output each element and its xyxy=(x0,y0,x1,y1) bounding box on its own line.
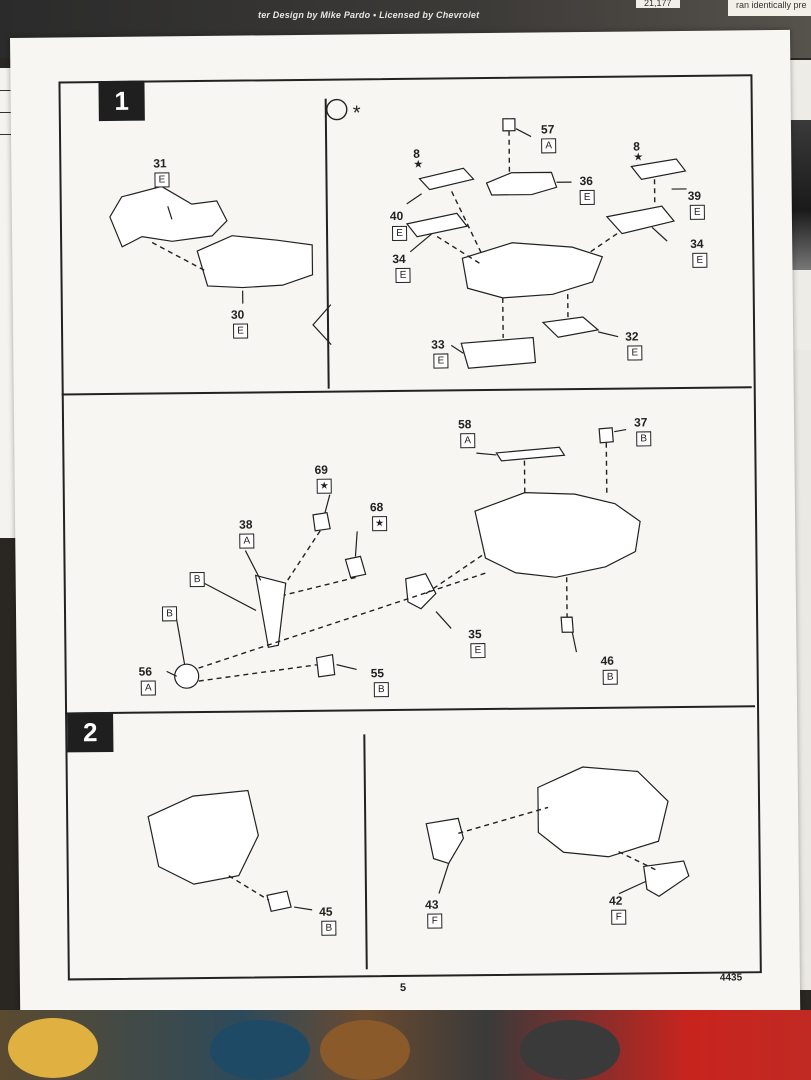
page-number: 5 xyxy=(399,981,407,994)
background-bottom-strip xyxy=(0,1010,811,1080)
part-label: 34 xyxy=(392,251,406,267)
part-45 xyxy=(266,890,292,913)
part-31-intake xyxy=(109,185,228,248)
part-39 xyxy=(630,158,687,181)
part-34a xyxy=(405,212,469,238)
sprue-label: E xyxy=(627,345,643,361)
part-32 xyxy=(541,316,600,338)
part-label: 37 xyxy=(633,415,648,430)
part-56 xyxy=(174,663,200,689)
part-label: 56 xyxy=(138,664,153,679)
part-36 xyxy=(485,171,558,196)
part-38-belt xyxy=(254,574,287,649)
part-label: 40 xyxy=(389,208,404,224)
part-68 xyxy=(344,555,367,579)
sprue-label: B xyxy=(321,920,337,936)
sprue-label: B xyxy=(189,571,205,588)
part-37 xyxy=(598,427,614,444)
sprue-label: E xyxy=(692,252,708,268)
part-label: 36 xyxy=(579,173,593,189)
box-credit-text: ter Design by Mike Pardo • Licensed by C… xyxy=(258,10,480,20)
part-engine-core xyxy=(461,242,604,299)
part-label: 57 xyxy=(540,122,555,137)
part-57 xyxy=(502,118,516,132)
part-label: 42 xyxy=(608,893,623,908)
part-label: 58 xyxy=(457,417,472,432)
part-label: 68 xyxy=(369,500,384,515)
sprue-label: E xyxy=(395,267,411,283)
part-full-engine xyxy=(474,492,641,578)
part-69 xyxy=(312,512,331,532)
sprue-label: E xyxy=(233,323,249,339)
sprue-label: B xyxy=(373,682,389,698)
asterisk-symbol: * xyxy=(352,102,361,125)
sprue-label: E xyxy=(391,225,408,242)
sprue-label: E xyxy=(470,643,486,659)
part-label: 35 xyxy=(468,627,482,642)
instruction-page: 1 2 xyxy=(10,29,801,1028)
kit-number: 4435 xyxy=(719,972,743,984)
sprue-label: ★ xyxy=(372,516,388,532)
paint-jar-cap xyxy=(320,1020,410,1080)
paint-jar-cap xyxy=(210,1020,310,1080)
sprue-label: B xyxy=(636,431,652,447)
part-30-block xyxy=(196,235,314,289)
sprue-label: E xyxy=(579,189,595,206)
star-symbol: ★ xyxy=(413,158,424,171)
part-43 xyxy=(425,817,465,865)
part-label: 33 xyxy=(431,337,445,352)
paint-callout-circle xyxy=(326,98,348,121)
sprue-label: F xyxy=(427,913,443,929)
part-label: 39 xyxy=(687,188,702,203)
part-label: 43 xyxy=(425,897,439,912)
sprue-label: E xyxy=(154,172,170,188)
part-40 xyxy=(418,167,475,191)
part-58 xyxy=(495,446,566,462)
part-35 xyxy=(405,572,437,610)
sprue-label: F xyxy=(611,909,627,925)
sprue-label: A xyxy=(541,138,557,154)
box-count-text: 21,177 xyxy=(636,0,680,8)
sprue-label: A xyxy=(140,680,156,696)
sprue-label: B xyxy=(602,669,618,685)
part-42 xyxy=(643,860,690,897)
part-step2-left-engine xyxy=(147,789,259,885)
part-label: 55 xyxy=(370,666,385,681)
part-label: 32 xyxy=(625,329,639,344)
side-sheet-text: ran identically pre xyxy=(728,0,811,16)
sprue-label: E xyxy=(689,204,705,220)
paint-jar-cap xyxy=(8,1018,98,1078)
sprue-label: A xyxy=(460,433,476,449)
part-label: 34 xyxy=(690,236,704,251)
part-label: 46 xyxy=(600,653,614,668)
sprue-label: ★ xyxy=(316,478,332,494)
part-34b xyxy=(605,205,676,235)
sprue-label: A xyxy=(239,533,255,549)
part-55 xyxy=(315,653,336,678)
star-symbol: ★ xyxy=(633,151,644,164)
sprue-label: B xyxy=(161,606,178,622)
parts-diagram xyxy=(109,98,690,913)
part-step2-right-engine xyxy=(537,766,669,858)
sprue-label: E xyxy=(433,353,449,369)
part-label: 30 xyxy=(230,307,245,322)
part-label: 45 xyxy=(319,904,333,919)
part-label: 31 xyxy=(153,156,167,171)
part-label: 69 xyxy=(314,462,328,477)
paint-jar-cap xyxy=(520,1020,620,1080)
part-label: 38 xyxy=(239,517,253,532)
part-46 xyxy=(560,616,574,633)
part-33 xyxy=(460,336,537,369)
